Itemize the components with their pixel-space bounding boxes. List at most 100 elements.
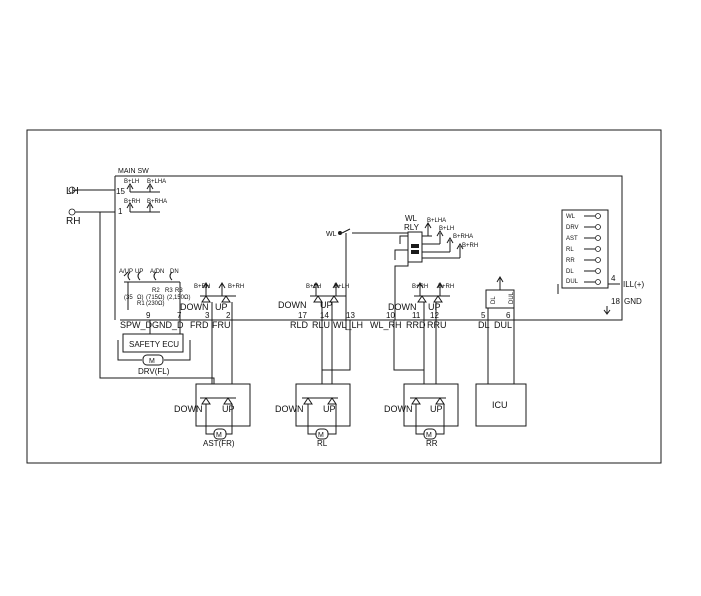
drv-motor-icon: [142, 354, 164, 366]
rr-motor-label: RR: [426, 439, 438, 448]
power-b-lh: B+LH: [124, 179, 139, 185]
safety-ecu-box: [122, 333, 184, 353]
rr-motor-symbol: M: [426, 432, 432, 439]
rr-up-label: UP: [428, 302, 441, 312]
relay-power-b-lha: B+LHA: [427, 218, 446, 224]
rr-pin-11: 11: [412, 311, 421, 320]
fr-down-label: DOWN: [180, 302, 209, 312]
ast-down-label: DOWN: [174, 404, 203, 414]
ill-pin-4: 4: [611, 274, 616, 283]
sw-label-a-up: A/UP: [119, 269, 133, 275]
rl-switch-box: [295, 383, 351, 427]
pin-15: 15: [116, 187, 125, 196]
rr-rrd-label: RRD: [406, 320, 426, 330]
rl-switch: B+LH B+LH DOWN UP 17 14 13 RLD RLU WL_LH: [278, 282, 363, 398]
rr-power-b-rh: B+RH: [412, 284, 428, 290]
ast-switch-box: [195, 383, 251, 427]
resistor-ohm-unit: Ω): [137, 295, 143, 301]
resistor-230-value: (230Ω): [146, 301, 165, 307]
rh-terminal: [68, 208, 76, 216]
ind-dl: DL: [566, 269, 574, 275]
power-b-rh: B+RH: [124, 199, 140, 205]
rl-up-label: UP: [320, 300, 333, 310]
sw-label-dn: DN: [170, 269, 179, 275]
fr-pin-2: 2: [226, 311, 231, 320]
dl-pin-6: 6: [506, 311, 511, 320]
dul-label: DUL: [494, 320, 512, 330]
ind-ast: AST: [566, 236, 578, 242]
ind-rr: RR: [566, 258, 575, 264]
gnd-label: GND: [624, 297, 642, 306]
sw-label-up: UP: [135, 269, 143, 275]
wl-relay-coil-2: [411, 250, 419, 254]
dl-side-label: DL: [491, 296, 497, 304]
wl-relay-coil-1: [411, 244, 419, 248]
drv-motor-label: DRV(FL): [138, 367, 170, 376]
rl-motor-symbol: M: [318, 432, 324, 439]
rl-power-b-lh-2: B+LH: [334, 284, 349, 290]
ind-dul: DUL: [566, 279, 579, 285]
ast-motor-label: AST(FR): [203, 439, 235, 448]
fr-switch: B+RH B+RH DOWN UP 3 2 FRU: [180, 282, 244, 398]
fr-up-label: UP: [215, 302, 228, 312]
rl-rlu-label: RLU: [312, 320, 330, 330]
gnd-pin-18: 18: [611, 297, 620, 306]
rh-label: RH: [66, 216, 80, 227]
rr-sub-up-label: UP: [430, 404, 443, 414]
rl-power-b-lh: B+LH: [306, 284, 321, 290]
rl-pin-13: 13: [346, 311, 355, 320]
fr-pin-3: 3: [205, 311, 210, 320]
power-b-lha: B+LHA: [147, 179, 166, 185]
fr-power-b-rh: B+RH: [194, 284, 210, 290]
ast-motor-icon: [213, 428, 227, 440]
ast-sub-switch: DOWN UP M AST(FR): [174, 383, 251, 448]
rl-pin-14: 14: [320, 311, 329, 320]
rr-sub-down-label: DOWN: [384, 404, 413, 414]
rr-pin-12: 12: [430, 311, 439, 320]
main-sw-title: MAIN SW: [118, 168, 149, 175]
main-bus-wire: [115, 175, 623, 321]
rr-down-label: DOWN: [388, 302, 417, 312]
wl-relay-sub-label: RLY: [404, 223, 420, 232]
resistor-r1-label: R1: [137, 301, 145, 307]
door-lock-block: DL DUL 5 6 DL DUL: [478, 276, 515, 384]
icu: ICU: [475, 383, 527, 427]
rl-wl-lh-label: WL_LH: [333, 320, 363, 330]
connector-frd: FRD: [190, 320, 209, 330]
sw-label-a-dn: A/DN: [150, 269, 164, 275]
pin-7: 7: [177, 311, 182, 320]
connector-spw-dgnd: SPW_DGND_D: [120, 320, 184, 330]
rr-sub-switch: DOWN UP M RR: [384, 383, 459, 448]
rr-motor-icon: [423, 428, 437, 440]
rr-switch: B+RH B+RH DOWN UP 10 11 12 WL_RH RRD RRU: [370, 282, 454, 398]
lh-label: LH: [66, 186, 79, 197]
rl-motor-label: RL: [317, 439, 328, 448]
safety-ecu-label: SAFETY ECU: [129, 340, 179, 349]
ind-drv: DRV: [566, 225, 579, 231]
rr-switch-box: [403, 383, 459, 427]
rl-sub-up-label: UP: [323, 404, 336, 414]
indicator-panel: WL DRV AST RL RR DL DUL 4 ILL(+) 18 GND: [557, 209, 644, 315]
dul-side-label: DUL: [509, 291, 515, 304]
main-switch: MAIN SW 15 1 B+LH B+LHA B+RH B+RHA A/UP …: [116, 168, 209, 330]
rl-sub-switch: DOWN UP M RL: [275, 383, 351, 448]
safety-ecu: SAFETY ECU M DRV(FL): [117, 320, 191, 376]
dl-label: DL: [478, 320, 490, 330]
icu-box: [475, 383, 527, 427]
ind-rl: RL: [566, 247, 574, 253]
rl-sub-down-label: DOWN: [275, 404, 304, 414]
relay-power-b-rha: B+RHA: [453, 234, 473, 240]
relay-power-b-rh: B+RH: [462, 243, 478, 249]
ast-motor-symbol: M: [216, 432, 222, 439]
relay-power-b-lh: B+LH: [439, 226, 454, 232]
pin-9: 9: [146, 311, 151, 320]
icu-label: ICU: [492, 400, 508, 410]
lh-rh-switch: LH RH: [66, 186, 215, 388]
rr-wl-rh-label: WL_RH: [370, 320, 402, 330]
wl-input-label: WL: [326, 231, 337, 238]
resistor-r3-label: R3: [175, 288, 183, 294]
fr-power-b-rh-2: B+RH: [228, 284, 244, 290]
rl-pin-17: 17: [298, 311, 307, 320]
dl-pin-5: 5: [481, 311, 486, 320]
